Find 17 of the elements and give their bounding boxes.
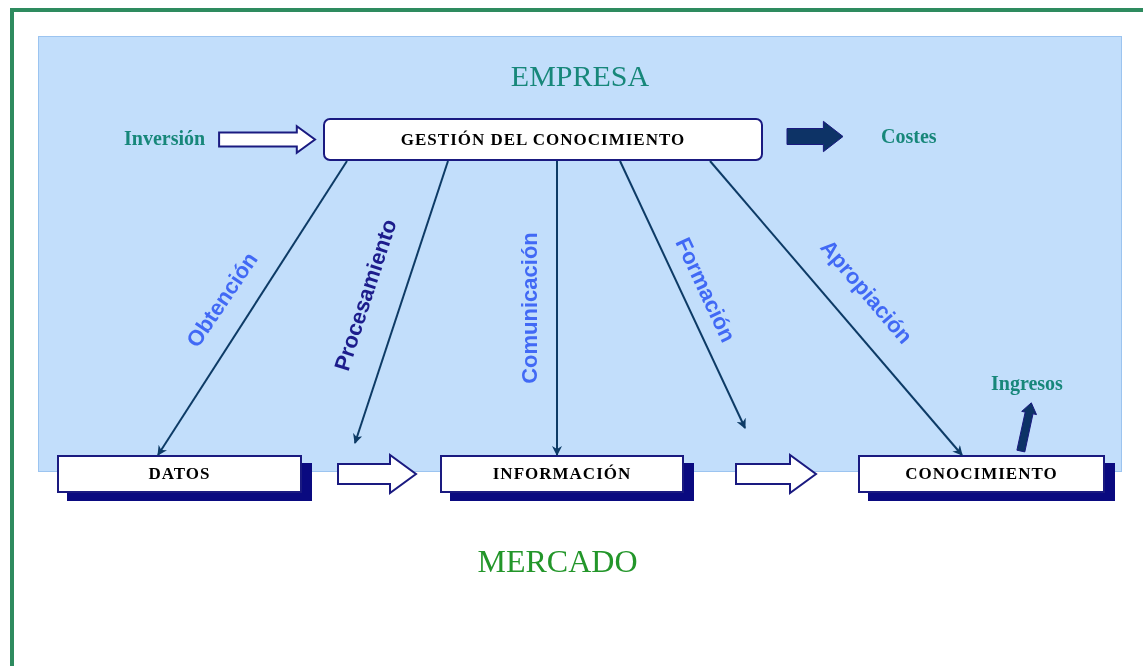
block-arrow [735,453,818,495]
edge-label: Comunicación [516,232,543,384]
arrow [619,160,746,429]
arrow [353,160,449,444]
block-arrow [218,124,317,155]
process-box: GESTIÓN DEL CONOCIMIENTO [323,118,763,161]
block-arrow [1016,402,1037,453]
block-arrow [786,120,844,153]
arrow [157,160,348,456]
arrow [709,160,963,456]
flow-label: Inversión [124,127,206,150]
flow-label: Costes [881,125,937,148]
flow-label: Ingresos [991,372,1063,395]
arrow [552,160,562,456]
market-label: MERCADO [476,543,639,580]
block-arrow [337,453,418,495]
area-title: EMPRESA [509,59,651,93]
